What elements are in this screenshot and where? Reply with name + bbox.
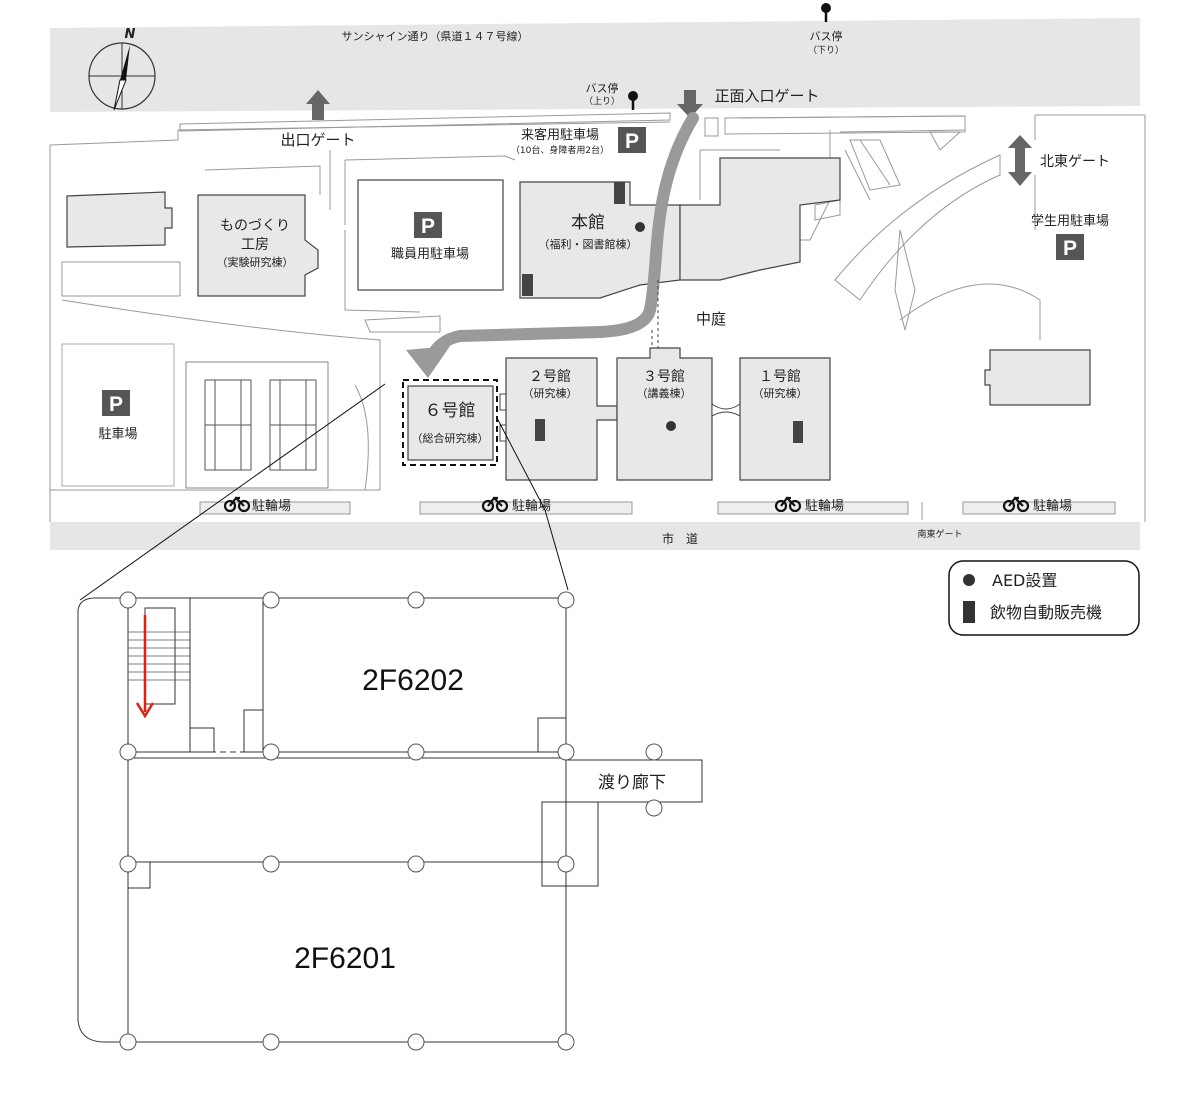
building-3-sub: （講義棟） [637, 386, 692, 400]
north-road [50, 18, 1140, 112]
bus-stop-up-label: バス停 [586, 81, 619, 95]
bicycle-parking-label: 駐輪場 [805, 498, 844, 514]
bicycle-icon [1002, 496, 1030, 513]
west-building [66, 191, 173, 248]
floor-plan [77, 597, 703, 1043]
northeast-gate-label: 北東ゲート [1040, 154, 1110, 170]
parking-symbol: P [1063, 237, 1077, 260]
south-road [50, 522, 1140, 550]
southeast-gate-label: 南東ゲート [917, 528, 962, 540]
workshop-line1: ものづくり [220, 218, 290, 234]
visitor-parking-sub: （10台、身障者用2台） [511, 144, 609, 156]
parking-icon [618, 127, 646, 153]
building-6-name: ６号館 [425, 401, 476, 421]
student-parking-label: 学生用駐車場 [1031, 213, 1109, 229]
building-1-name: １号館 [759, 368, 801, 385]
vending-machine-icon [522, 274, 533, 296]
compass-label: N [125, 27, 136, 42]
vending-machine-icon [535, 419, 545, 441]
vending-machine-icon [963, 601, 975, 623]
main-hall-sub: （福利・図書館棟） [539, 237, 638, 251]
aed-icon [963, 574, 975, 586]
parking-icon [102, 390, 130, 416]
zoom-line-left [79, 383, 386, 601]
main-gate-arrow-icon [677, 90, 703, 118]
bicycle-parking-4: 駐輪場 [962, 496, 1116, 515]
bicycle-parking-label: 駐輪場 [1033, 498, 1072, 514]
building-6-sub: （総合研究棟） [412, 431, 489, 445]
room-2f6201-label: 2F6201 [294, 942, 396, 975]
general-parking-label: 駐車場 [98, 427, 137, 442]
bus-stop-down-sub: （下り） [808, 45, 844, 56]
building-6 [407, 385, 494, 461]
east-building [984, 349, 1091, 406]
parking-symbol: P [625, 130, 639, 153]
stair-down-arrow-icon [135, 615, 155, 719]
courtyard-label: 中庭 [696, 310, 726, 328]
exit-gate-arrow-icon [306, 90, 330, 120]
aed-icon [666, 421, 676, 431]
bus-stop-down-icon [821, 3, 831, 22]
legend: AED設置 飲物自動販売機 [948, 560, 1140, 636]
bicycle-icon [774, 496, 802, 513]
bus-stop-up-sub: （上り） [584, 96, 620, 107]
parking-icon [1056, 234, 1084, 260]
staff-parking-label: 職員用駐車場 [391, 247, 469, 262]
vending-machine-icon [614, 182, 625, 204]
visitor-parking-label: 来客用駐車場 [521, 127, 599, 143]
bicycle-icon [223, 496, 251, 513]
parking-symbol: P [421, 215, 435, 238]
building-2-name: ２号館 [529, 368, 571, 385]
compass-icon [88, 42, 156, 111]
main-hall-name: 本館 [571, 213, 605, 233]
legend-vending: 飲物自動販売機 [990, 603, 1102, 622]
workshop-sub: （実験研究棟） [217, 255, 294, 269]
room-2f6202-label: 2F6202 [362, 664, 464, 697]
bicycle-parking-label: 駐輪場 [252, 498, 291, 514]
parking-symbol: P [109, 393, 123, 416]
bicycle-parking-3: 駐輪場 [717, 496, 909, 515]
corridor-label: 渡り廊下 [598, 773, 666, 793]
route-arrow [426, 112, 699, 362]
south-road-label: 市 道 [662, 531, 698, 546]
tennis-courts [185, 361, 329, 489]
route-arrowhead-icon [406, 346, 450, 378]
vending-machine-icon [793, 421, 803, 443]
building-2-sub: （研究棟） [523, 386, 578, 400]
aed-icon [635, 222, 645, 232]
main-gate-label: 正面入口ゲート [714, 87, 819, 105]
workshop-line2: 工房 [241, 237, 269, 253]
parking-icon [414, 212, 442, 238]
bicycle-parking-1: 駐輪場 [199, 496, 351, 515]
workshop-building [197, 194, 319, 297]
north-road-label: サンシャイン通り（県道１４７号線） [342, 29, 529, 43]
building-1-sub: （研究棟） [753, 386, 808, 400]
exit-gate-label: 出口ゲート [280, 131, 355, 149]
legend-aed: AED設置 [992, 571, 1057, 590]
bus-stop-up-icon [628, 91, 638, 110]
bicycle-parking-2: 駐輪場 [419, 496, 633, 515]
bus-stop-down-label: バス停 [810, 29, 843, 43]
floor-plan-columns [119, 591, 663, 1051]
campus-outline [49, 112, 1146, 522]
building-3 [616, 347, 713, 481]
northeast-gate-arrow-icon [1008, 135, 1032, 186]
building-3-name: ３号館 [643, 368, 685, 385]
main-hall-annex [679, 157, 841, 281]
building-6-highlight [402, 379, 498, 466]
zoom-line-right [544, 509, 569, 591]
bicycle-icon [481, 496, 509, 513]
building-1 [739, 357, 831, 481]
